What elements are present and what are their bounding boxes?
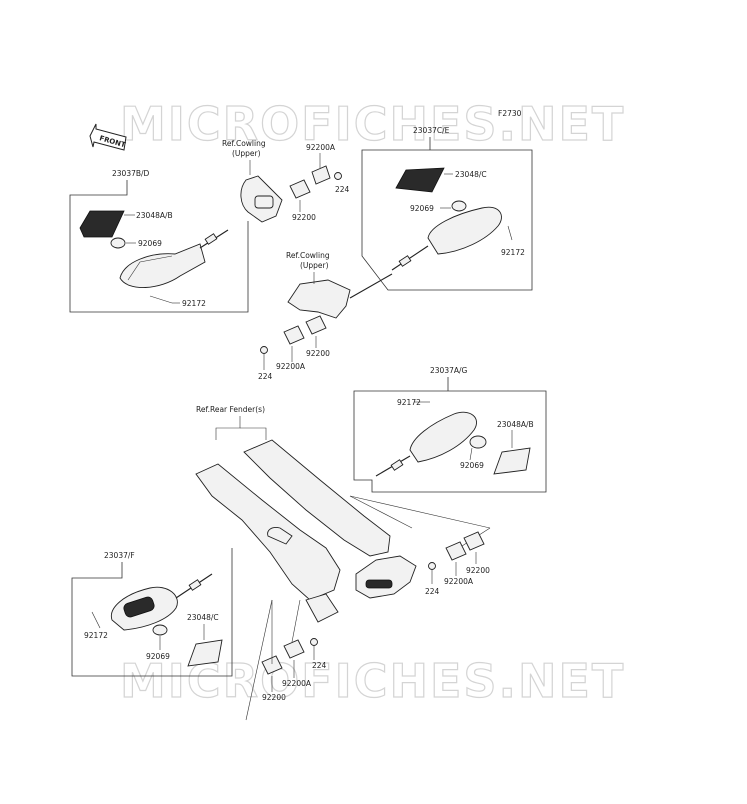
- bracket-92200a-1: [311, 165, 331, 185]
- ref-cowling-2-line2: (Upper): [300, 261, 329, 270]
- label-92069-rr: 92069: [460, 461, 484, 470]
- label-224-2: 224: [258, 372, 273, 381]
- label-92200-3: 92200: [466, 566, 490, 575]
- bracket-92200-3: [463, 531, 485, 551]
- bulb-rear-right: [469, 435, 487, 449]
- label-23048ab-fl: 23048A/B: [136, 211, 173, 220]
- rear-fender-grommet: [267, 527, 293, 545]
- group-box-rear-left: [71, 548, 233, 677]
- front-direction-arrow: FRONT: [89, 123, 127, 151]
- lens-front-left: [79, 210, 125, 238]
- nut-224-2: [260, 346, 268, 354]
- lens-rear-right: [493, 447, 531, 475]
- ref-cowling-1-line1: Ref.Cowling: [222, 139, 266, 148]
- rear-fender-right-rail: [243, 439, 391, 557]
- label-92200a-3: 92200A: [444, 577, 474, 586]
- bracket-92200a-4: [283, 639, 305, 659]
- bracket-92200-1: [289, 179, 311, 199]
- wire-front-right: [391, 245, 429, 271]
- group-box-rear-right: [353, 377, 547, 493]
- label-224-3: 224: [425, 587, 440, 596]
- nut-224-3: [428, 562, 436, 570]
- cowling-mount-2: [287, 279, 351, 319]
- lens-front-right: [395, 167, 445, 193]
- nut-224-1: [334, 172, 342, 180]
- group-label-rear-right: 23037A/G: [430, 366, 468, 375]
- label-92172-fl: 92172: [182, 299, 206, 308]
- signal-housing-front-left: [119, 243, 206, 288]
- label-23048ab-rr: 23048A/B: [497, 420, 534, 429]
- label-224-1: 224: [335, 185, 350, 194]
- bracket-92200-4: [261, 655, 283, 675]
- bulb-front-left: [110, 237, 126, 249]
- label-92200a-4: 92200A: [282, 679, 312, 688]
- signal-housing-rear-right: [409, 411, 477, 463]
- nut-224-4: [310, 638, 318, 646]
- label-92200a-1: 92200A: [306, 143, 336, 152]
- watermark-top: MICROFICHES.NET: [120, 97, 625, 151]
- label-92200-2: 92200: [306, 349, 330, 358]
- label-92172-fr: 92172: [501, 248, 525, 257]
- label-92200-4: 92200: [262, 693, 286, 702]
- ref-cowling-1-line2: (Upper): [232, 149, 261, 158]
- label-92069-fl: 92069: [138, 239, 162, 248]
- label-224-4: 224: [312, 661, 327, 670]
- diagram-id: F2730: [498, 109, 522, 118]
- signal-housing-front-right: [427, 206, 502, 255]
- bulb-front-right: [451, 200, 467, 212]
- lens-rear-left: [187, 639, 223, 667]
- label-92200-1: 92200: [292, 213, 316, 222]
- bracket-92200a-2: [283, 325, 305, 345]
- bulb-rear-left: [152, 624, 168, 636]
- label-92172-rl: 92172: [84, 631, 108, 640]
- label-92172-rr: 92172: [397, 398, 421, 407]
- rear-fender-leader: [215, 416, 241, 440]
- bracket-92200-2: [305, 315, 327, 335]
- group-box-front-right: [361, 137, 533, 291]
- group-label-rear-left: 23037/F: [104, 551, 135, 560]
- label-92069-rl: 92069: [146, 652, 170, 661]
- ref-cowling-2-line1: Ref.Cowling: [286, 251, 330, 260]
- label-23048c-rl: 23048/C: [187, 613, 219, 622]
- group-box-front-left: [69, 180, 249, 313]
- group-label-front-left: 23037B/D: [112, 169, 150, 178]
- label-92069-fr: 92069: [410, 204, 434, 213]
- license-plate-light: [355, 555, 417, 599]
- ref-rear-fender: Ref.Rear Fender(s): [196, 405, 265, 414]
- bracket-92200a-3: [445, 541, 467, 561]
- label-92200a-2: 92200A: [276, 362, 306, 371]
- label-23048c-fr: 23048/C: [455, 170, 487, 179]
- group-label-front-right: 23037C/E: [413, 126, 450, 135]
- rear-fender-tab: [305, 593, 339, 623]
